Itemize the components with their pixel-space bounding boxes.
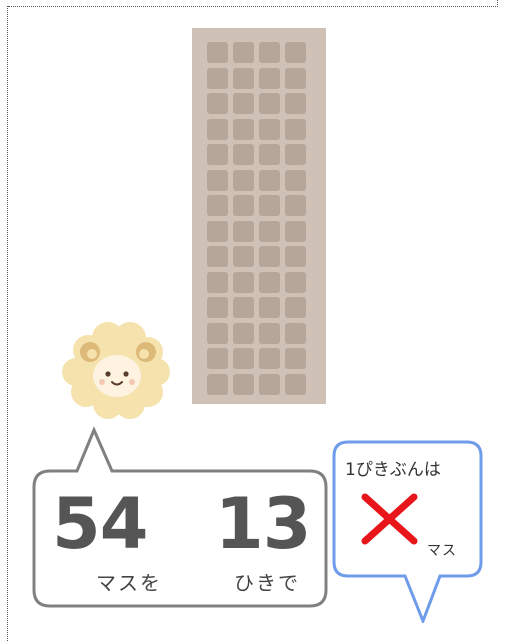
grid-cell xyxy=(233,119,254,140)
grid-cell xyxy=(259,323,280,344)
grid-cell xyxy=(207,272,228,293)
sheep-count-value: 13 xyxy=(215,489,310,559)
grid-cell xyxy=(233,297,254,318)
grid-cell xyxy=(207,93,228,114)
grid-cell xyxy=(233,348,254,369)
grid-cell xyxy=(259,93,280,114)
grid-cell xyxy=(285,323,306,344)
grid-cell xyxy=(207,195,228,216)
x-mark-icon xyxy=(361,493,418,545)
grid-cell xyxy=(207,297,228,318)
grid-cell xyxy=(259,170,280,191)
grid-cell xyxy=(259,348,280,369)
grid-cell xyxy=(233,68,254,89)
sheep-icon xyxy=(60,320,170,422)
grid-cell xyxy=(259,68,280,89)
grid-cell xyxy=(207,144,228,165)
grid-panel xyxy=(192,28,326,404)
grid-cell xyxy=(285,195,306,216)
total-squares-value: 54 xyxy=(52,489,147,559)
grid-cell xyxy=(259,272,280,293)
grid-cell xyxy=(285,221,306,242)
grid-cell xyxy=(207,323,228,344)
grid-cell xyxy=(285,246,306,267)
grid-cell xyxy=(285,348,306,369)
grid-cell xyxy=(285,42,306,63)
grid-cell xyxy=(207,246,228,267)
grid-cell xyxy=(259,246,280,267)
grid-cell xyxy=(285,144,306,165)
grid-cell xyxy=(207,348,228,369)
grid-cell xyxy=(233,144,254,165)
grid-cell xyxy=(207,170,228,191)
grid-cell xyxy=(207,42,228,63)
sheep-count-label: ひきで xyxy=(234,567,300,596)
grid-cell xyxy=(259,144,280,165)
grid-cell xyxy=(259,119,280,140)
grid-cell xyxy=(259,374,280,395)
grid-cell xyxy=(259,221,280,242)
grid-cell xyxy=(285,170,306,191)
grid-cell xyxy=(285,272,306,293)
left-divider xyxy=(7,6,8,641)
grid-cell xyxy=(207,221,228,242)
per-sheep-label: 1ぴきぶんは xyxy=(345,455,441,480)
grid-cell xyxy=(259,297,280,318)
grid-cell xyxy=(233,272,254,293)
grid-cells xyxy=(207,42,306,395)
grid-cell xyxy=(285,93,306,114)
corner-tick xyxy=(497,0,498,7)
grid-cell xyxy=(207,374,228,395)
grid-cell xyxy=(233,323,254,344)
grid-cell xyxy=(207,119,228,140)
grid-cell xyxy=(233,170,254,191)
grid-cell xyxy=(285,297,306,318)
grid-cell xyxy=(259,195,280,216)
grid-cell xyxy=(285,119,306,140)
grid-cell xyxy=(285,68,306,89)
grid-cell xyxy=(233,374,254,395)
grid-cell xyxy=(233,221,254,242)
total-squares-label: マスを xyxy=(96,567,162,596)
top-divider xyxy=(8,6,498,7)
grid-cell xyxy=(259,42,280,63)
grid-cell xyxy=(233,246,254,267)
grid-cell xyxy=(233,42,254,63)
grid-cell xyxy=(207,68,228,89)
unit-label: マス xyxy=(427,540,457,560)
grid-cell xyxy=(233,195,254,216)
grid-cell xyxy=(285,374,306,395)
grid-cell xyxy=(233,93,254,114)
